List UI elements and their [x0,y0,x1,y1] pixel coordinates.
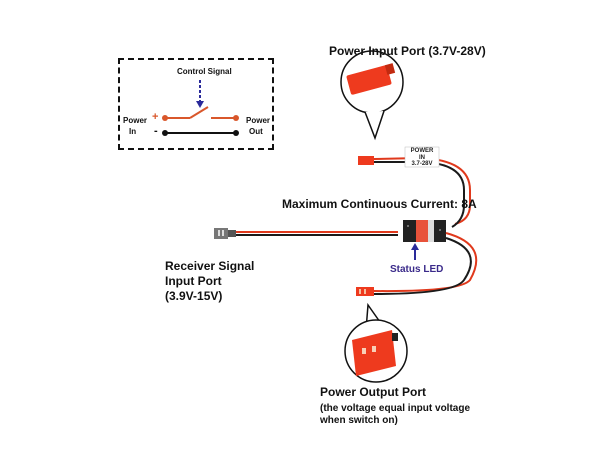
wire-tag-line-3: 3.7-28V [411,161,433,167]
minus-sign: - [154,125,158,137]
switch-module [403,220,446,242]
schematic-box [118,58,274,150]
status-led-arrow-icon [411,243,419,260]
wire-tag-line-2: IN [419,154,425,161]
wire-tag-line-1: POWER [410,148,434,154]
max-current-label: Maximum Continuous Current: 8A [282,197,477,211]
wire-tag: POWER IN 3.7-28V [405,148,439,168]
status-led-label: Status LED [390,264,444,275]
power-input-port-label: Power Input Port (3.7V-28V) [329,44,486,58]
power-out-label-1: Power [246,116,271,125]
receiver-label-line-2: Input Port [165,274,222,288]
power-in-cable [358,146,471,228]
power-in-label-2: In [129,127,137,136]
output-note-line-1: (the voltage equal input voltage [320,403,471,414]
power-out-label-2: Out [249,127,263,136]
power-in-label-1: Power [123,116,148,125]
receiver-cable [214,228,398,239]
receiver-port-label: Receiver Signal Input Port (3.9V-15V) [165,259,254,304]
receiver-label-line-1: Receiver Signal [165,259,255,273]
output-connector-callout [344,302,408,383]
ground-line [162,130,239,136]
control-signal-label: Control Signal [177,67,232,76]
control-arrow-icon [196,80,204,108]
receiver-label-line-3: (3.9V-15V) [165,289,223,303]
output-note-line-2: when switch on) [320,415,398,426]
input-connector-callout [340,50,404,141]
output-note: (the voltage equal input voltage when sw… [320,403,470,427]
power-output-port-label: Power Output Port [320,385,426,399]
switch-symbol [162,106,239,121]
plus-sign: + [152,111,159,123]
power-out-cable [356,232,478,296]
